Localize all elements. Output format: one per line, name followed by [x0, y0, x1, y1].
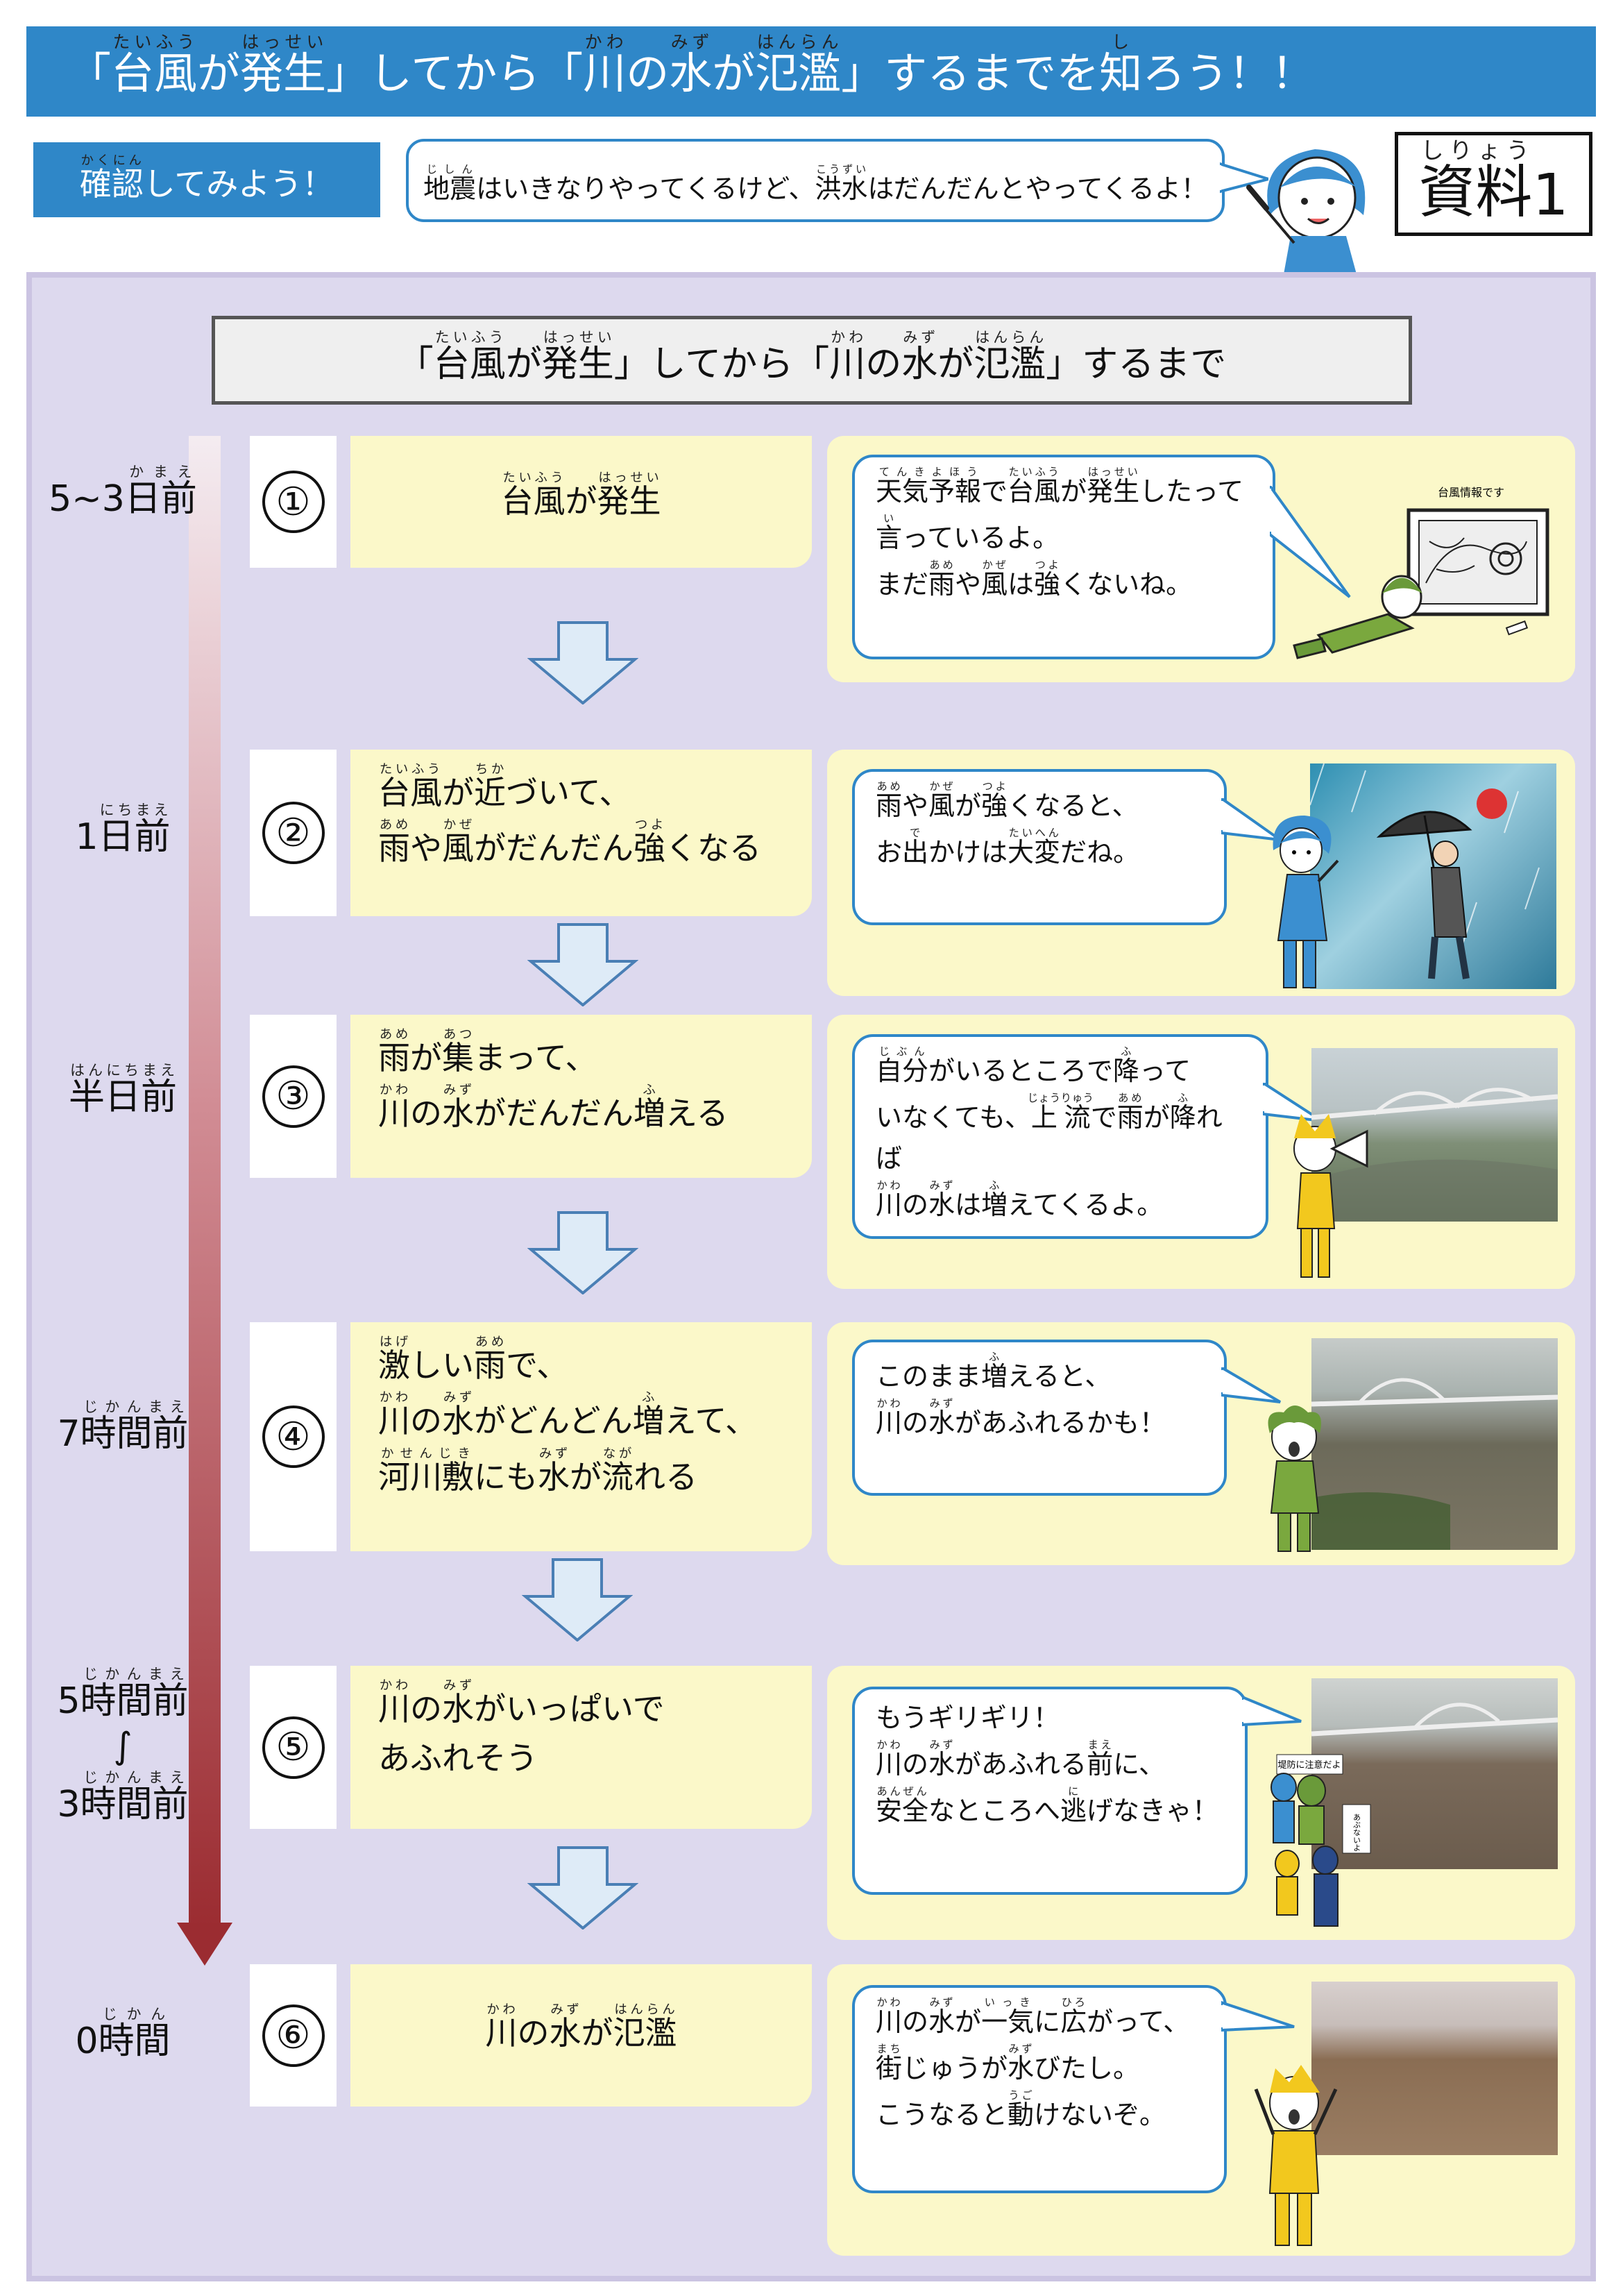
- down-arrow-icon: [527, 1846, 638, 1930]
- sign-caption-1: 堤防に注意だよ: [1277, 1759, 1341, 1771]
- text-line: 川かわの水みずがあふれる前まえに、: [876, 1738, 1165, 1780]
- bubble-tail: [1221, 2000, 1295, 2032]
- time-label-5: 5時間前じかんまえ∫3時間前じかんまえ: [36, 1666, 210, 1827]
- comment-bubble-6: 川かわの水みずが一気いっきに広ひろがって、街まちじゅうが水みずびたし。こうなると…: [852, 1985, 1227, 2193]
- bubble-tail: [1221, 1367, 1282, 1403]
- evacuating-family-icon: 堤防に注意だよ あぶないよ: [1271, 1754, 1371, 1927]
- time-arrow-head: [177, 1923, 232, 1966]
- bubble-tail: [1263, 1083, 1323, 1122]
- intro-speech-bubble: 地震じしんはいきなりやってくるけど、洪水こうずいはだんだんとやってくるよ！: [406, 139, 1225, 222]
- time-label-2: 1日前にちまえ: [36, 802, 210, 860]
- bubble-tail: [1242, 1695, 1302, 1727]
- page-title: 「台風たいふうが発生はっせい」してから「川かわの水みずが氾濫はんらん」するまでを…: [26, 26, 1596, 117]
- text-line: 雨あめや風かぜが強つよくなると、: [876, 780, 1139, 821]
- step-number-6: ⑥: [250, 1964, 337, 2107]
- text-line: 川かわの水みずが一気いっきに広ひろがって、: [876, 1996, 1190, 2037]
- text-line: もうギリギリ！: [876, 1703, 1060, 1733]
- text-line: いなくても、上流じょうりゅうで雨あめが降ふれば: [876, 1091, 1223, 1174]
- step-number-2: ②: [250, 750, 337, 916]
- text-line: まだ雨あめや風かぜは強つよくないね。: [876, 558, 1193, 600]
- speech-tail: [1220, 162, 1268, 194]
- megaphone-kid-icon: [1293, 1114, 1368, 1278]
- step-number-5: ⑤: [250, 1666, 337, 1829]
- step-text-2: 台風たいふうが近ちかづいて、雨あめや風かぜがだんだん強つよくなる: [350, 750, 812, 916]
- guide-girl-rain-icon: [1273, 816, 1339, 988]
- step-number-4: ④: [250, 1322, 337, 1551]
- text-line: 天気予報てんきよほうで台風たいふうが発生はっせいしたって: [876, 466, 1244, 507]
- guide-girl-icon: [1246, 149, 1366, 274]
- text-line: 河川敷かせんじきにも水みずが流ながれる: [378, 1446, 697, 1496]
- text-line: 川かわの水みずがどんどん増ふえて、: [378, 1390, 758, 1440]
- text-line: 1日前にちまえ: [75, 802, 171, 858]
- text-line: 街まちじゅうが水みずびたし。: [876, 2042, 1140, 2084]
- comment-bubble-4: このまま増ふえると、川かわの水みずがあふれるかも！: [852, 1340, 1227, 1496]
- text-line: 7時間前じかんまえ: [57, 1399, 189, 1455]
- text-line: 川かわの水みずがだんだん増ふえる: [378, 1083, 729, 1133]
- comment-bubble-2: 雨あめや風かぜが強つよくなると、お出でかけは大変たいへんだね。: [852, 769, 1227, 925]
- time-label-4: 7時間前じかんまえ: [36, 1399, 210, 1457]
- text-line: 言いっているよ。: [876, 512, 1060, 553]
- bubble-tail: [1221, 798, 1282, 841]
- bridge-icon: [1311, 1088, 1558, 1222]
- text-line: 5~3日前かまえ: [49, 464, 197, 520]
- time-arrow: [189, 436, 221, 1928]
- text-line: 雨あめが集あつまって、: [378, 1027, 597, 1077]
- text-line: 自分じぶんがいるところで降ふって: [876, 1045, 1191, 1086]
- down-arrow-icon: [527, 1211, 638, 1294]
- text-line: お出でかけは大変たいへんだね。: [876, 826, 1140, 868]
- child-watching-tv-icon: 台風情報です: [1293, 486, 1549, 659]
- comment-bubble-3: 自分じぶんがいるところで降ふっていなくても、上流じょうりゅうで雨あめが降ふれば川…: [852, 1034, 1268, 1239]
- text-line: 半日前はんにちまえ: [68, 1062, 177, 1118]
- worried-kid-icon: [1268, 1406, 1321, 1552]
- down-arrow-icon: [527, 621, 638, 704]
- umbrella-man-icon: [1310, 763, 1540, 979]
- text-line: 台風たいふうが発生はっせい: [501, 471, 661, 520]
- text-line: 安全あんぜんなところへ逃にげなきゃ！: [876, 1784, 1219, 1826]
- comment-bubble-5: もうギリギリ！ 川かわの水みずがあふれる前まえに、安全あんぜんなところへ逃にげなき…: [852, 1687, 1248, 1895]
- step-text-4: 激はげしい雨あめで、川かわの水みずがどんどん増ふえて、河川敷かせんじきにも水みず…: [350, 1322, 812, 1551]
- text-line: 激はげしい雨あめで、: [378, 1335, 569, 1384]
- time-label-1: 5~3日前かまえ: [36, 464, 210, 522]
- bridge-icon: [1311, 1378, 1558, 1550]
- down-arrow-icon: [527, 923, 638, 1006]
- time-label-3: 半日前はんにちまえ: [36, 1062, 210, 1120]
- text-line: 川かわの水みずがいっぱいで: [378, 1678, 665, 1728]
- text-line: 3時間前じかんまえ: [57, 1769, 189, 1825]
- time-label-6: 0時間じかん: [36, 2006, 210, 2064]
- step-text-5: 川かわの水みずがいっぱいであふれそう: [350, 1666, 812, 1829]
- text-line: あふれそう: [378, 1739, 538, 1778]
- down-arrow-icon: [522, 1558, 633, 1641]
- step-number-1: ①: [250, 436, 337, 568]
- text-line: 台風たいふうが近ちかづいて、: [378, 762, 631, 811]
- step-text-6: 川かわの水みずが氾濫はんらん: [350, 1964, 812, 2107]
- sign-caption-2: あぶないよ: [1352, 1813, 1361, 1851]
- step-number-3: ③: [250, 1015, 337, 1178]
- text-line: 0時間じかん: [75, 2006, 171, 2062]
- check-label: 確認かくにんしてみよう！: [33, 142, 380, 217]
- surprised-kid-icon: [1254, 2065, 1338, 2246]
- comment-bubble-1: 天気予報てんきよほうで台風たいふうが発生はっせいしたって言いっているよ。まだ雨あ…: [852, 455, 1275, 659]
- text-line: ∫: [113, 1725, 133, 1767]
- timeline-title: 「台風たいふうが発生はっせい」してから「川かわの水みずが氾濫はんらん」するまで: [212, 316, 1412, 405]
- step-text-1: 台風たいふうが発生はっせい: [350, 436, 812, 568]
- tv-caption: 台風情報です: [1438, 486, 1504, 499]
- text-line: このまま増ふえると、: [876, 1351, 1112, 1392]
- flooded-town-photo: [1311, 1982, 1558, 2155]
- text-line: 川かわの水みずは増ふえてくるよ。: [876, 1179, 1164, 1220]
- text-line: 5時間前じかんまえ: [57, 1666, 189, 1722]
- text-line: 雨あめや風かぜがだんだん強つよくなる: [378, 818, 761, 868]
- bubble-tail: [1270, 486, 1351, 598]
- bridge-icon: [1311, 1703, 1558, 1737]
- text-line: 川かわの水みずが氾濫はんらん: [485, 2002, 677, 2052]
- text-line: こうなると動うごけないぞ。: [876, 2088, 1166, 2130]
- text-line: 川かわの水みずがあふれるかも！: [876, 1396, 1166, 1438]
- step-text-3: 雨あめが集あつまって、川かわの水みずがだんだん増ふえる: [350, 1015, 812, 1178]
